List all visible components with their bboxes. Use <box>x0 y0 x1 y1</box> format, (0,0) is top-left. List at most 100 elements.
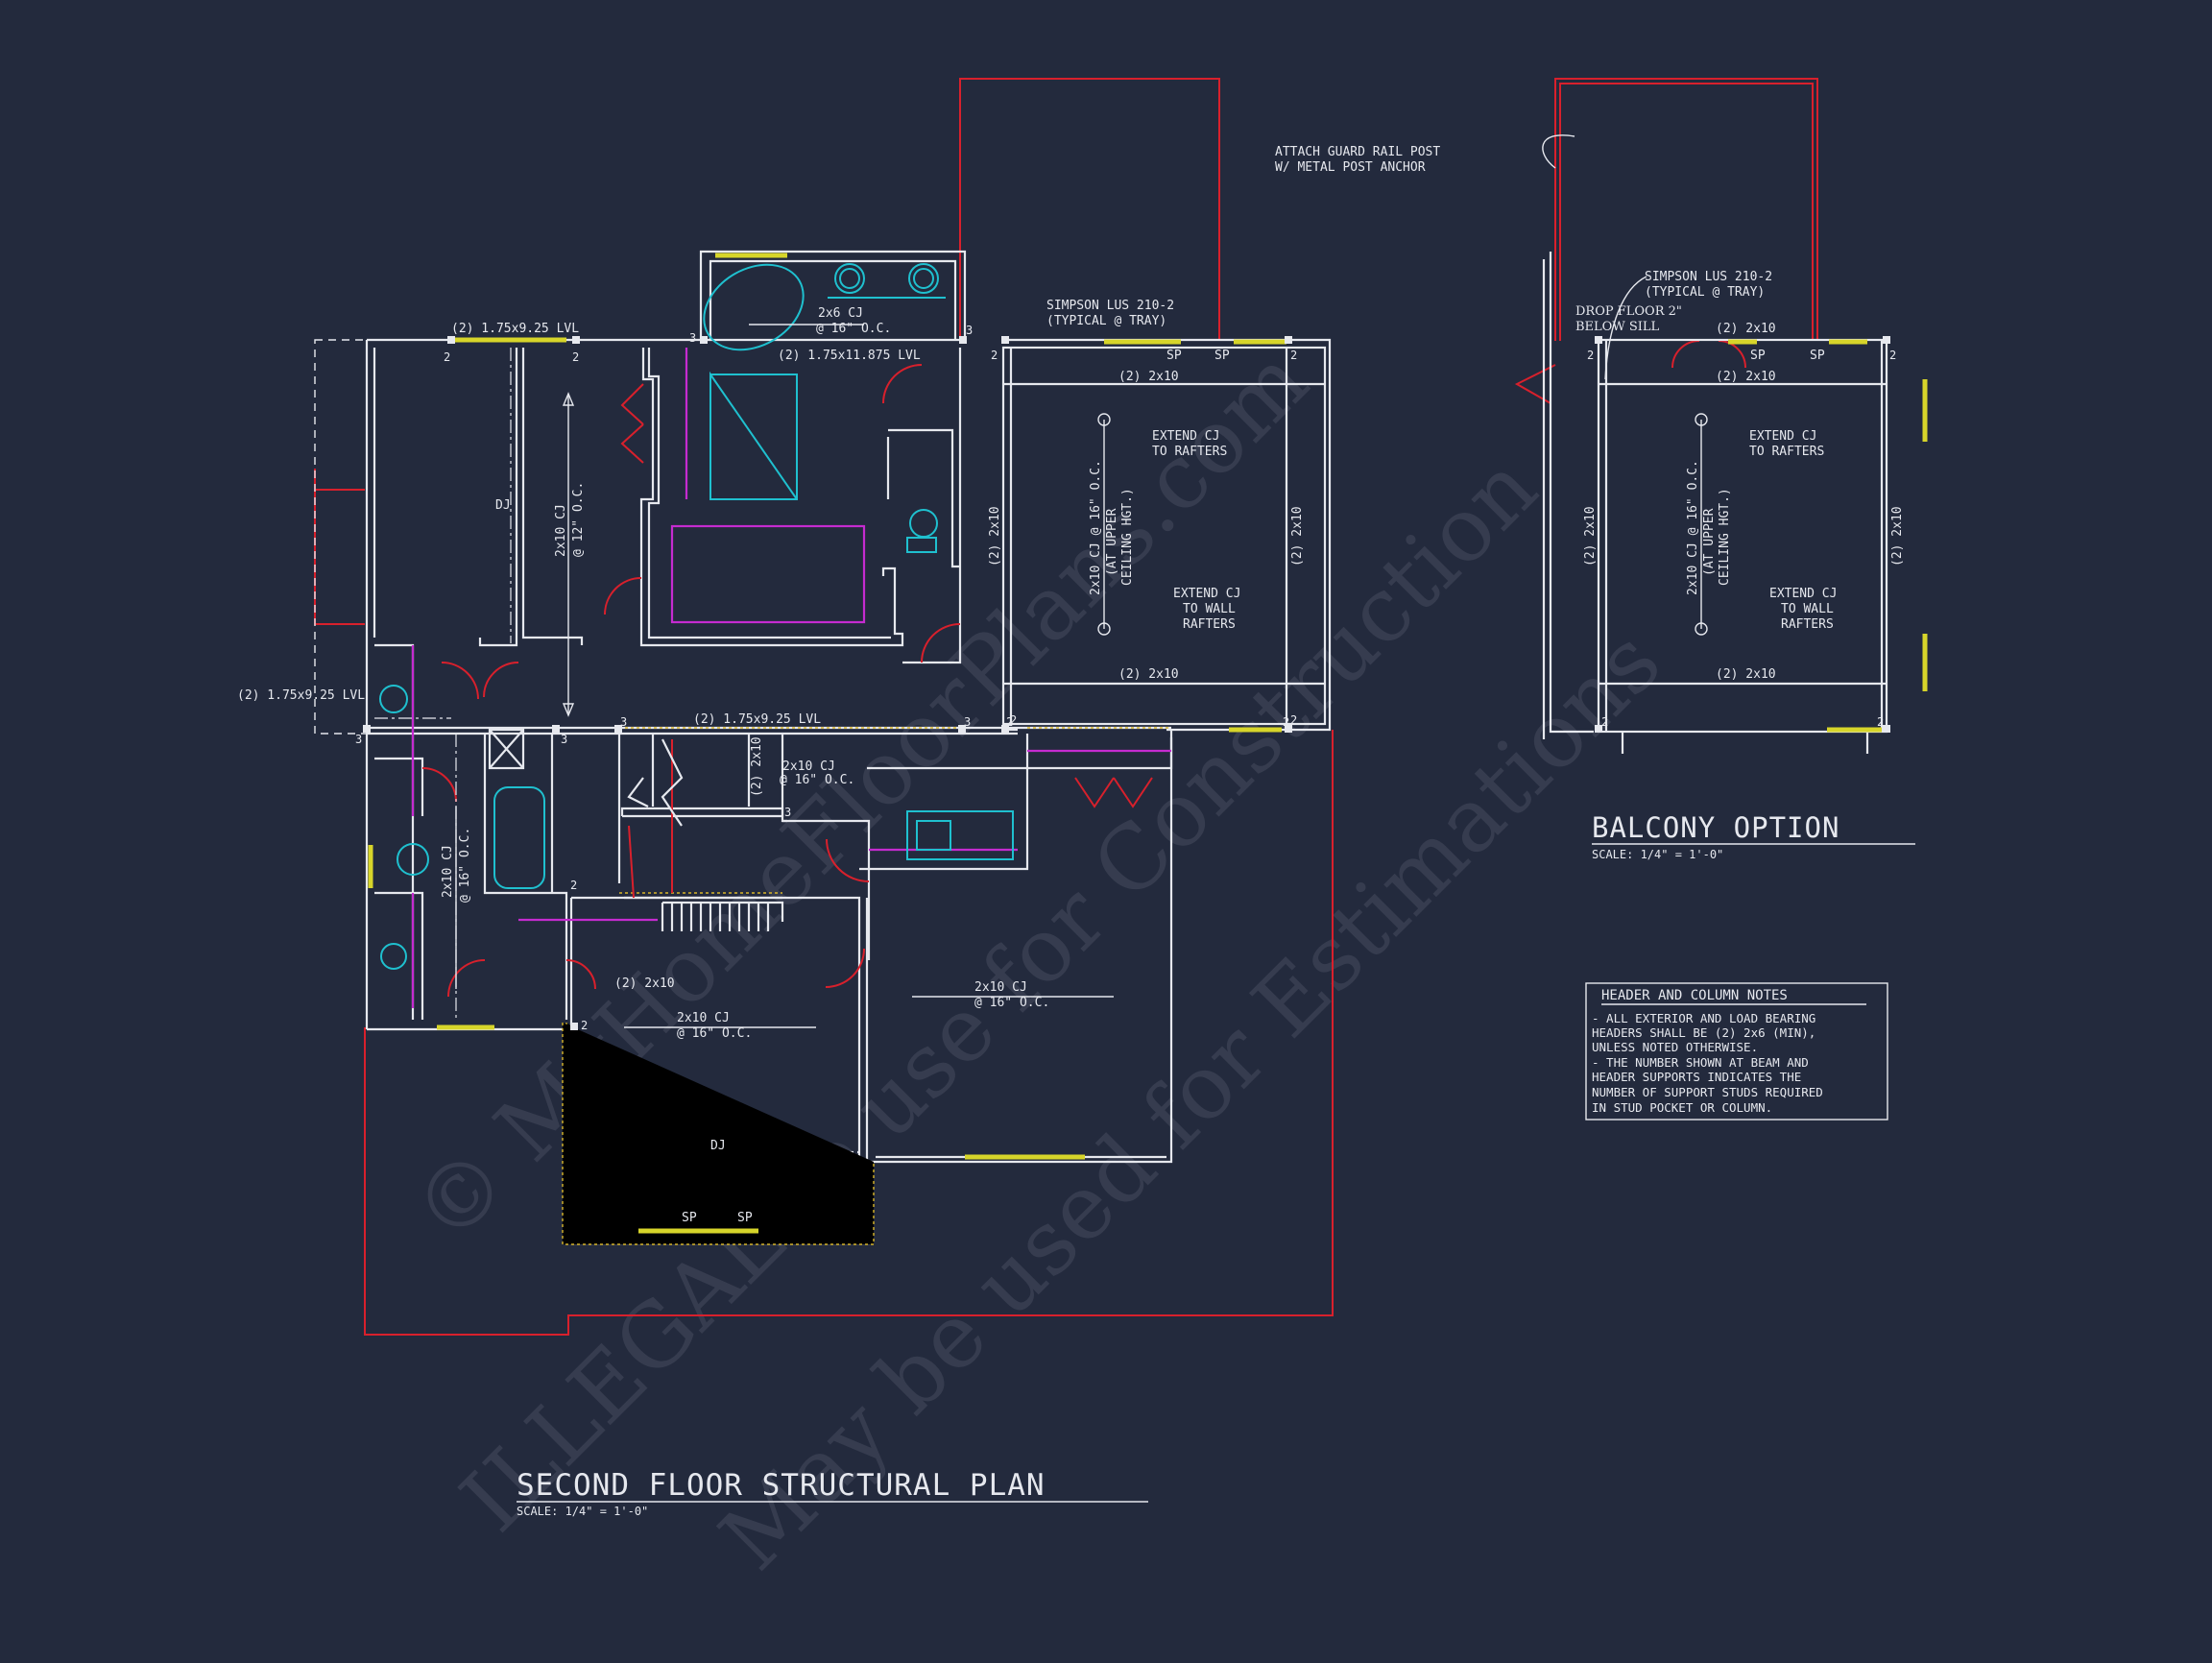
label-hdr-left: (2) 2x10 <box>988 506 1002 566</box>
main-plan-title: SECOND FLOOR STRUCTURAL PLAN <box>517 1468 1046 1503</box>
notes-line: NUMBER OF SUPPORT STUDS REQUIRED <box>1592 1085 1823 1099</box>
balcony-extend-wall-c: RAFTERS <box>1781 617 1834 632</box>
balcony-drop-b: BELOW SILL <box>1575 320 1660 334</box>
label-extend-wall-b: TO WALL <box>1183 602 1236 616</box>
fixtures <box>379 263 1014 970</box>
label-tray-cj-c: CEILING HGT.) <box>1120 488 1135 586</box>
balcony-drop-a: DROP FLOOR 2" <box>1575 304 1682 319</box>
label-cj12-b: @ 12" O.C. <box>571 482 586 557</box>
post-num: 3 <box>355 733 362 746</box>
balcony-hdr-top: (2) 2x10 <box>1716 322 1776 336</box>
label-extend-wall-a: EXTEND CJ <box>1173 587 1240 601</box>
balcony-simpson: SIMPSON LUS 210-2 <box>1645 270 1772 284</box>
notes-line: HEADER SUPPORTS INDICATES THE <box>1592 1070 1801 1084</box>
post-num: 3 <box>964 715 971 729</box>
post-num: 2 <box>991 349 998 362</box>
balcony-post: 2 <box>1877 715 1884 729</box>
balcony-cj-b: (AT UPPER <box>1702 508 1717 576</box>
label-extend-wall-c: RAFTERS <box>1183 617 1236 632</box>
balcony-scale: SCALE: 1/4" = 1'-0" <box>1592 848 1723 861</box>
post-markers: 2 2 3 3 2 2 2 2 3 3 3 3 2 2 2 2 3 <box>355 324 1297 1032</box>
hatch-walls <box>562 727 1171 1245</box>
post-num: 3 <box>561 733 567 746</box>
notes-line: IN STUD POCKET OR COLUMN. <box>1592 1100 1772 1115</box>
doors <box>421 364 1153 998</box>
balcony-hdr-bot: (2) 2x10 <box>1716 667 1776 682</box>
label-big-cj-a: 2x10 CJ <box>974 980 1027 995</box>
header-column-notes: HEADER AND COLUMN NOTES - ALL EXTERIOR A… <box>1585 982 1888 1121</box>
label-hdr-bot: (2) 2x10 <box>1118 667 1179 682</box>
notes-line: - ALL EXTERIOR AND LOAD BEARING <box>1592 1011 1815 1025</box>
label-bed-cj-a: 2x10 CJ <box>677 1011 730 1025</box>
label-extend-rafters-b: TO RAFTERS <box>1152 445 1227 459</box>
balcony-extend-wall-b: TO WALL <box>1781 602 1834 616</box>
balcony-cj-a: 2x10 CJ @ 16" O.C. <box>1686 460 1700 595</box>
label-tray-cj-b: (AT UPPER <box>1105 508 1119 576</box>
main-plan-title-block: SECOND FLOOR STRUCTURAL PLAN SCALE: 1/4"… <box>517 1468 1148 1518</box>
label-bath-cj-a: 2x10 CJ <box>441 845 455 898</box>
balcony-post: 2 <box>1587 349 1594 362</box>
balcony-title-block: BALCONY OPTION SCALE: 1/4" = 1'-0" <box>1592 811 1915 861</box>
label-cj12-a: 2x10 CJ <box>554 504 568 557</box>
notes-title: HEADER AND COLUMN NOTES <box>1601 988 1788 1003</box>
roof-outline <box>314 78 1334 1336</box>
label-lvl-left: (2) 1.75x9.25 LVL <box>237 688 365 703</box>
post-num: 3 <box>689 331 696 345</box>
label-simpson: SIMPSON LUS 210-2 <box>1046 299 1174 313</box>
balcony-extend-wall-a: EXTEND CJ <box>1769 587 1837 601</box>
balcony-cj-c: CEILING HGT.) <box>1718 488 1732 586</box>
label-hdr-top: (2) 2x10 <box>1118 370 1179 384</box>
label-hall-hdr: (2) 2x10 <box>614 976 675 991</box>
balcony-title: BALCONY OPTION <box>1592 811 1839 844</box>
label-dj-bottom: DJ <box>710 1139 726 1153</box>
balcony-extend-rafters-a: EXTEND CJ <box>1749 429 1816 444</box>
balcony-post: 2 <box>1601 715 1608 729</box>
notes-line: UNLESS NOTED OTHERWISE. <box>1592 1040 1758 1054</box>
post-num: 3 <box>784 806 791 819</box>
label-stair-cj-b: @ 16" O.C. <box>780 773 854 787</box>
watermark: © MyHomeFloorPlans.com ILLEGAL to use fo… <box>394 329 1680 1590</box>
balcony-guard-a: ATTACH GUARD RAIL POST <box>1275 145 1440 159</box>
main-plan-scale: SCALE: 1/4" = 1'-0" <box>517 1505 648 1518</box>
label-lvl-mid: (2) 1.75x11.875 LVL <box>778 349 921 363</box>
label-sp3: SP <box>682 1211 697 1225</box>
post-num: 3 <box>966 324 973 337</box>
label-bed-cj-b: @ 16" O.C. <box>677 1026 752 1041</box>
post-num: 2 <box>444 350 450 364</box>
post-num: 2 <box>1290 349 1297 362</box>
label-stair-cj-a: 2x10 CJ <box>782 759 835 774</box>
balcony-simpson-sub: (TYPICAL @ TRAY) <box>1645 285 1765 300</box>
balcony-sp2: SP <box>1810 349 1825 363</box>
post-num: 3 <box>620 715 627 729</box>
label-tray-cj-a: 2x10 CJ @ 16" O.C. <box>1089 460 1103 595</box>
label-stair-hdr: (2) 2x10 <box>750 736 764 797</box>
balcony-post: 2 <box>1889 349 1896 362</box>
post-num: 2 <box>1006 715 1013 729</box>
label-big-cj-b: @ 16" O.C. <box>974 996 1049 1010</box>
label-bath-cj-b: @ 16" O.C. <box>458 828 472 903</box>
windows <box>368 253 1286 1234</box>
label-simpson-sub: (TYPICAL @ TRAY) <box>1046 314 1166 328</box>
post-num: 2 <box>1290 713 1297 727</box>
post-num: 2 <box>570 879 577 892</box>
beams <box>374 324 1114 1028</box>
balcony-hdr-beam: (2) 2x10 <box>1716 370 1776 384</box>
label-sp1: SP <box>1166 349 1182 363</box>
stair <box>488 728 784 931</box>
label-2x6-cj: 2x6 CJ <box>818 306 863 321</box>
label-sp2: SP <box>1214 349 1230 363</box>
balcony-hdr-left: (2) 2x10 <box>1583 506 1598 566</box>
balcony-option <box>1514 78 1928 754</box>
post-num: 2 <box>1283 715 1289 729</box>
label-sp4: SP <box>737 1211 753 1225</box>
main-plan-labels: (2) 1.75x9.25 LVL (2) 1.75x11.875 LVL (2… <box>237 299 1305 1225</box>
balcony-labels: ATTACH GUARD RAIL POST W/ METAL POST ANC… <box>1275 145 1905 729</box>
post-num: 2 <box>581 1019 588 1032</box>
balcony-sp1: SP <box>1750 349 1766 363</box>
notes-line: - THE NUMBER SHOWN AT BEAM AND <box>1592 1055 1809 1070</box>
balcony-hdr-right: (2) 2x10 <box>1890 506 1905 566</box>
balcony-guard-b: W/ METAL POST ANCHOR <box>1275 160 1426 175</box>
notes-line: HEADERS SHALL BE (2) 2x6 (MIN), <box>1592 1025 1815 1040</box>
